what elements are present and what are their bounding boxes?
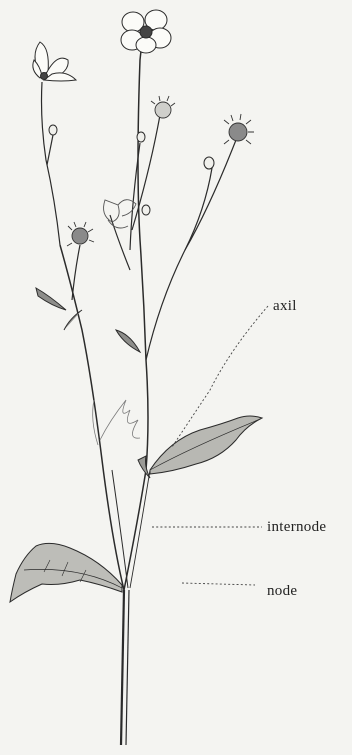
seed-heads [67,96,254,246]
internode-label: internode [267,519,326,536]
leaf-left [10,543,122,602]
main-stem [60,35,150,745]
axil-label: axil [273,298,297,315]
small-leaves [36,288,140,352]
flower-left [33,42,76,81]
node-label: node [267,583,297,600]
leaf-right [138,416,262,478]
node-leader-line [182,583,255,585]
flower-top [121,10,171,53]
flower-buds [49,125,214,215]
